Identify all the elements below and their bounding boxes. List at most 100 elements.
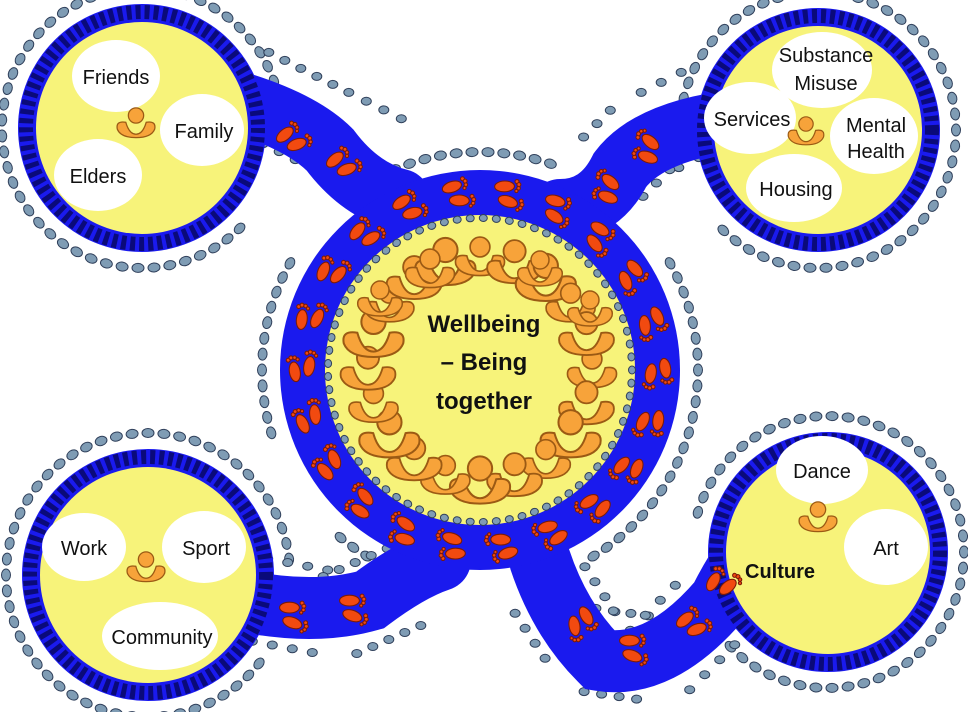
outer-bead <box>925 457 937 470</box>
outer-bead <box>44 228 57 240</box>
center-bead <box>381 485 391 494</box>
label-dance: Dance <box>793 461 851 483</box>
outer-bead <box>901 435 914 448</box>
center-bead <box>601 279 610 289</box>
label-art: Art <box>873 538 899 560</box>
outer-bead <box>233 222 246 235</box>
outer-bead <box>173 708 187 712</box>
outer-bead <box>913 646 926 659</box>
center-title-line-1: Wellbeing <box>428 311 541 338</box>
outer-bead <box>955 513 966 527</box>
outer-bead <box>84 0 98 3</box>
outer-bead <box>70 0 83 10</box>
label-work: Work <box>61 538 108 560</box>
outer-bead <box>736 651 749 664</box>
outer-bead <box>418 153 432 165</box>
center-bead <box>340 296 349 306</box>
outer-bead <box>80 697 93 709</box>
outer-bead <box>14 630 26 643</box>
outer-bead <box>809 682 823 693</box>
path-bead <box>539 653 551 663</box>
outer-bead <box>955 577 966 591</box>
outer-bead <box>894 235 907 247</box>
outer-bead <box>94 703 108 712</box>
outer-bead <box>242 669 255 682</box>
path-bead <box>519 623 531 633</box>
outer-bead <box>763 423 776 435</box>
path-bead <box>367 642 379 651</box>
outer-bead <box>80 441 93 453</box>
inner-dark-ring <box>23 450 273 700</box>
outer-bead <box>14 53 26 66</box>
outer-bead <box>23 204 35 217</box>
outer-bead <box>178 0 192 1</box>
outer-bead <box>66 689 79 701</box>
outer-bead <box>950 593 961 606</box>
outer-bead <box>763 669 776 681</box>
outer-bead <box>959 545 968 559</box>
outer-bead <box>33 216 45 229</box>
outer-bead <box>587 550 600 562</box>
path-bead <box>302 561 314 571</box>
outer-bead <box>851 0 864 3</box>
outer-bead <box>729 235 742 247</box>
outer-bead <box>173 431 187 442</box>
outer-bead <box>689 61 701 75</box>
outer-bead <box>841 681 855 692</box>
label-community: Community <box>111 627 212 649</box>
center-bead <box>574 250 584 259</box>
outer-bead <box>242 468 255 481</box>
outer-bead <box>947 91 958 105</box>
outer-bead <box>141 428 155 438</box>
center-bead <box>354 457 363 466</box>
outer-bead <box>253 657 265 670</box>
center-bead <box>553 235 563 244</box>
path-bead <box>635 87 647 97</box>
outer-bead <box>942 76 953 90</box>
path-bead <box>714 655 726 665</box>
outer-bead <box>656 484 668 497</box>
path-bead <box>591 119 603 129</box>
path-bead <box>351 649 363 658</box>
path-bead <box>282 558 294 567</box>
center-bead <box>335 308 344 318</box>
inner-dark-ring <box>19 5 265 251</box>
label-health: Health <box>847 141 905 163</box>
outer-bead <box>163 260 177 271</box>
center-bead <box>593 269 602 278</box>
outer-bead <box>672 271 683 284</box>
outer-bead <box>950 498 961 511</box>
outer-bead <box>683 426 694 440</box>
outer-bead <box>894 13 907 25</box>
outer-bead <box>266 300 277 314</box>
center-dot-ring <box>324 213 636 527</box>
outer-bead <box>22 493 34 506</box>
path-top-left <box>199 69 431 231</box>
center-bead <box>392 238 401 248</box>
outer-bead <box>208 2 221 14</box>
center-bead <box>452 215 462 224</box>
outer-bead <box>254 46 266 59</box>
outer-bead <box>825 682 839 693</box>
outer-bead <box>41 468 54 481</box>
center-bead <box>504 216 514 225</box>
path-bead <box>415 621 427 630</box>
outer-bead <box>262 410 273 424</box>
center-bead <box>491 517 501 526</box>
outer-bead <box>262 316 273 330</box>
bubble-dance <box>776 436 868 504</box>
bubble-housing <box>746 154 842 222</box>
center-bead <box>504 515 514 524</box>
center-bead <box>478 213 488 223</box>
center-bead <box>478 517 488 527</box>
center-bead <box>439 513 449 522</box>
path-bead <box>631 694 643 704</box>
outer-bead <box>793 680 807 691</box>
outer-bead <box>736 440 749 453</box>
outer-bead <box>230 680 243 692</box>
path-bead <box>333 565 345 574</box>
outer-bead <box>692 379 703 393</box>
center-title-line-3: together <box>436 388 532 415</box>
outer-bead <box>0 145 10 159</box>
outer-bead <box>851 257 864 268</box>
